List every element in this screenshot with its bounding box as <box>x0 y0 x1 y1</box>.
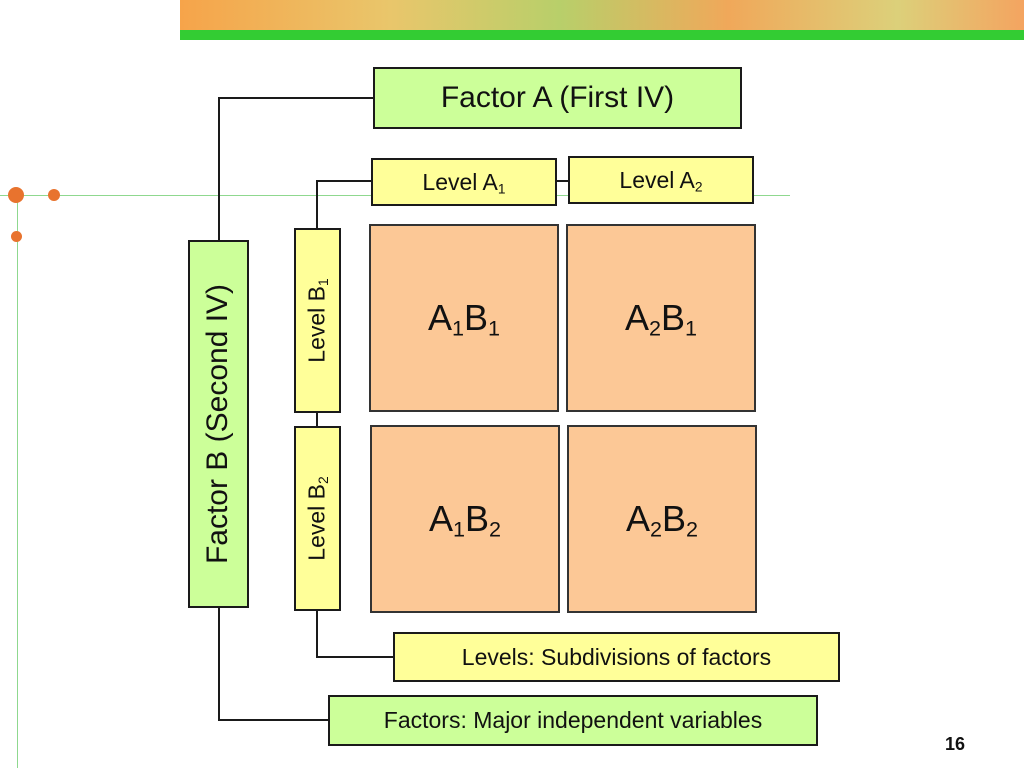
top-green-rule <box>180 30 1024 40</box>
cell-a1b2: A1B2 <box>370 425 560 613</box>
connector-factor-b-lower <box>218 607 220 720</box>
factors-legend-text: Factors: Major independent variables <box>383 707 763 733</box>
connector-levels-legend <box>316 656 394 658</box>
level-b1-label: Level B1 <box>304 278 332 363</box>
decorative-dot <box>8 187 24 203</box>
levels-legend-box: Levels: Subdivisions of factors <box>393 632 840 682</box>
factors-legend-box: Factors: Major independent variables <box>328 695 818 746</box>
connector-factor-b-vertical <box>218 97 220 241</box>
connector-level-b-vertical <box>316 180 318 229</box>
connector-factors-legend <box>218 719 330 721</box>
factor-a-box: Factor A (First IV) <box>373 67 742 129</box>
connector-level-b-gap <box>316 411 318 427</box>
connector-level-a-gap <box>556 180 568 182</box>
decorative-dot <box>48 189 60 201</box>
level-a2-box: Level A2 <box>568 156 754 204</box>
level-b2-label: Level B2 <box>304 476 332 561</box>
cell-a2b1: A2B1 <box>566 224 756 412</box>
factor-a-label: Factor A (First IV) <box>440 81 675 114</box>
cell-a1b2-label: A1B2 <box>428 498 502 542</box>
vertical-guide-line <box>17 195 18 768</box>
level-a1-box: Level A1 <box>371 158 557 206</box>
connector-factor-a-top <box>218 97 374 99</box>
cell-a1b1-label: A1B1 <box>427 297 501 341</box>
factor-b-box: Factor B (Second IV) <box>188 240 249 608</box>
level-a2-label: Level A2 <box>619 166 703 194</box>
cell-a2b2-label: A2B2 <box>625 498 699 542</box>
cell-a1b1: A1B1 <box>369 224 559 412</box>
connector-level-a-top <box>316 180 372 182</box>
level-a1-label: Level A1 <box>422 168 506 196</box>
decorative-dot <box>11 231 22 242</box>
connector-levels-lower <box>316 609 318 657</box>
level-b2-box: Level B2 <box>294 426 341 611</box>
cell-a2b2: A2B2 <box>567 425 757 613</box>
page-number: 16 <box>945 734 966 754</box>
level-b1-box: Level B1 <box>294 228 341 413</box>
top-decorative-band <box>180 0 1024 30</box>
cell-a2b1-label: A2B1 <box>624 297 698 341</box>
factor-b-label: Factor B (Second IV) <box>201 283 235 565</box>
levels-legend-text: Levels: Subdivisions of factors <box>461 643 772 670</box>
